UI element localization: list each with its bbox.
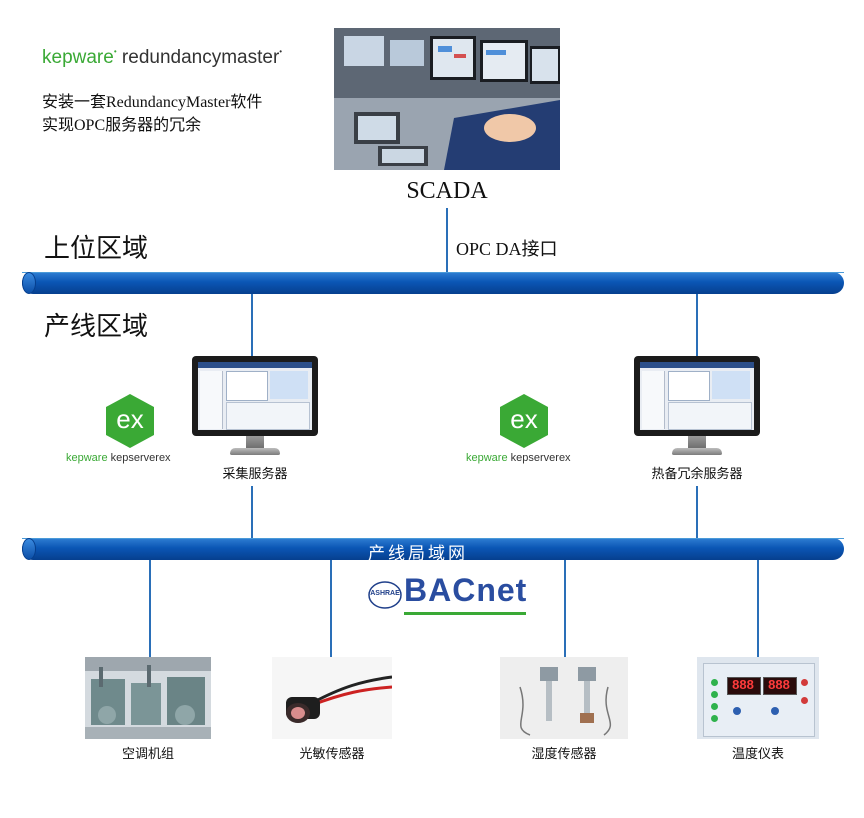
link-lan-device4 bbox=[757, 560, 759, 658]
kepserverex-badge: ex bbox=[510, 404, 538, 434]
scada-photo bbox=[334, 28, 560, 170]
hvac-unit-photo bbox=[85, 657, 211, 739]
logo-name: kepserverex bbox=[110, 452, 171, 464]
description-line-1: 安装一套RedundancyMaster软件 bbox=[42, 94, 263, 111]
lan-label: 产线局域网 bbox=[368, 544, 468, 563]
link-bus-server1 bbox=[251, 292, 253, 358]
link-lan-device3 bbox=[564, 560, 566, 658]
description-line-2: 实现OPC服务器的冗余 bbox=[42, 117, 202, 134]
ashrae-badge-icon bbox=[368, 581, 402, 609]
logo-prefix: kepware bbox=[66, 452, 108, 464]
device-3-caption: 湿度传感器 bbox=[531, 746, 597, 761]
device-2-caption: 光敏传感器 bbox=[299, 746, 365, 761]
device-1-caption: 空调机组 bbox=[121, 746, 174, 761]
zone-line-label: 产线区域 bbox=[44, 312, 149, 341]
scada-label: SCADA bbox=[406, 178, 488, 204]
link-server2-lan bbox=[696, 486, 698, 538]
link-lan-device1 bbox=[149, 560, 151, 658]
temperature-meter-photo: 888 888 bbox=[697, 657, 819, 739]
opc-da-interface-label: OPC DA接口 bbox=[456, 239, 558, 259]
zone-upper-label: 上位区域 bbox=[44, 234, 149, 263]
temperature-display-right: 888 bbox=[768, 677, 790, 692]
link-scada-bus bbox=[446, 208, 448, 272]
link-bus-server2 bbox=[696, 292, 698, 358]
bacnet-logo: ASHRAE BACnet bbox=[368, 572, 538, 616]
server-1-monitor bbox=[192, 356, 318, 456]
production-lan-bus bbox=[22, 538, 844, 560]
humidity-sensor-photo bbox=[500, 657, 628, 739]
link-server1-lan bbox=[251, 486, 253, 538]
kepserverex-hexagon-icon bbox=[500, 394, 548, 448]
kepserverex-badge: ex bbox=[116, 404, 144, 434]
bacnet-name: BACnet bbox=[404, 572, 528, 608]
logo-name: kepserverex bbox=[510, 452, 571, 464]
kepserverex-hexagon-icon bbox=[106, 394, 154, 448]
kepserverex-logo-2: ex kepware kepserverex bbox=[466, 392, 596, 466]
upper-network-bus bbox=[22, 272, 844, 294]
light-sensor-photo bbox=[272, 657, 392, 739]
link-lan-device2 bbox=[330, 560, 332, 658]
temperature-display-left: 888 bbox=[732, 677, 754, 692]
server-2-monitor bbox=[634, 356, 760, 456]
server-1-caption: 采集服务器 bbox=[222, 466, 288, 481]
server-2-caption: 热备冗余服务器 bbox=[651, 466, 743, 481]
redundancymaster-logo: kepware• redundancymaster• bbox=[42, 47, 283, 68]
logo-prefix: kepware bbox=[466, 452, 508, 464]
logo-prefix: kepware bbox=[42, 47, 114, 68]
ashrae-text: ASHRAE bbox=[370, 590, 400, 597]
device-4-caption: 温度仪表 bbox=[731, 746, 784, 761]
logo-name: redundancymaster bbox=[121, 47, 280, 68]
kepserverex-logo-1: ex kepware kepserverex bbox=[66, 392, 196, 466]
